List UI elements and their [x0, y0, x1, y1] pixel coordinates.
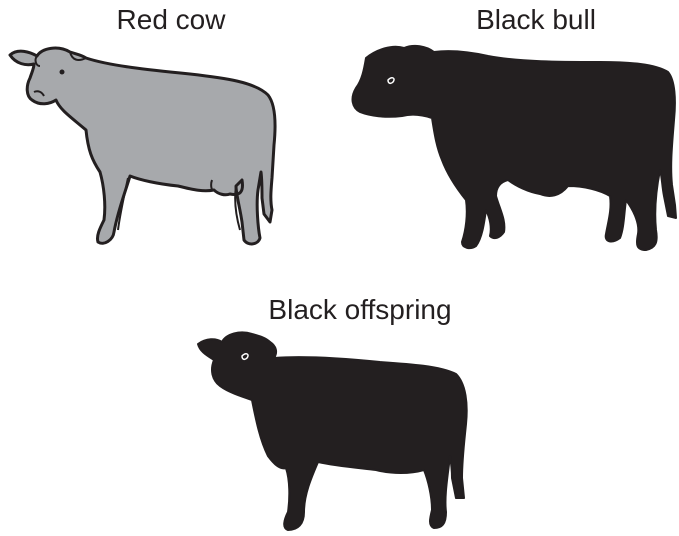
- red-cow-eye: [60, 70, 65, 75]
- black-offspring-body: [198, 332, 467, 530]
- red-cow-body: [10, 48, 275, 244]
- black-bull-body: [353, 46, 676, 250]
- red-cow-figure: [10, 48, 275, 244]
- black-offspring-figure: [198, 332, 467, 530]
- black-bull-figure: [353, 46, 676, 250]
